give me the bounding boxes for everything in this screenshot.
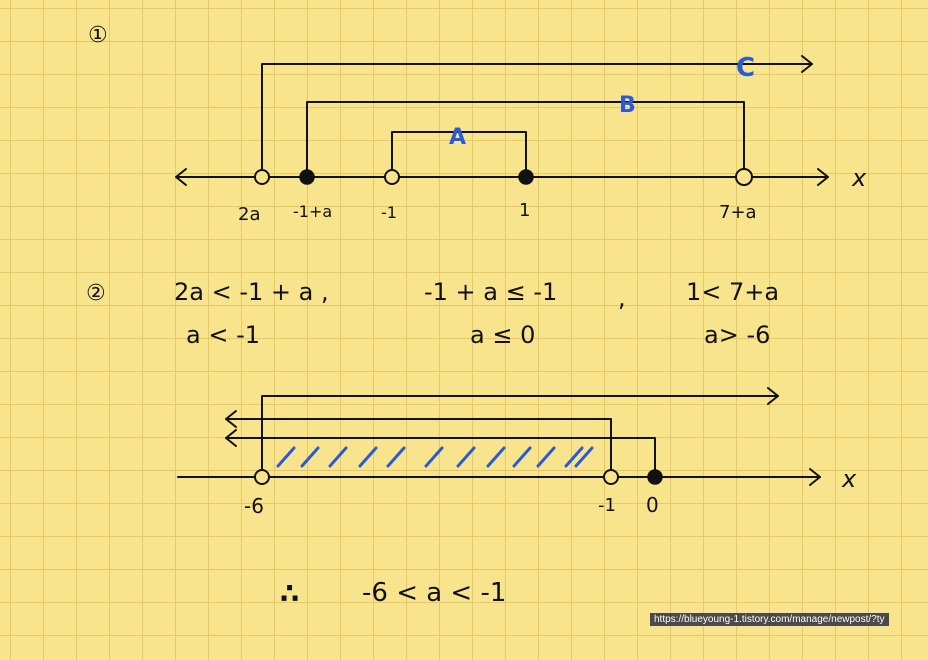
therefore-symbol: ∴: [280, 577, 299, 610]
set-b-bracket: B: [306, 93, 745, 178]
label-0: 0: [646, 493, 659, 517]
label-1: 1: [519, 200, 530, 221]
label-7-plus-a: 7+a: [719, 202, 757, 223]
inequality-2-condition: -1 + a ≤ -1: [424, 278, 557, 306]
inequality-3-result: a> -6: [704, 321, 770, 349]
open-point-neg6: [254, 469, 270, 485]
open-point-neg1-line2: [603, 469, 619, 485]
solution-hatch: [276, 446, 594, 468]
axis-variable-2: x: [841, 465, 857, 493]
right-arrowhead-1: [817, 168, 829, 186]
closed-point-0: [647, 469, 663, 485]
range-a-le-0: [225, 429, 656, 478]
left-arrowhead-1: [175, 168, 187, 186]
closed-point-1: [518, 169, 534, 185]
set-a-bracket: A: [391, 125, 527, 178]
set-a-label: A: [449, 125, 466, 150]
range-le-0-arrowhead: [225, 429, 237, 447]
source-url-label: https://blueyoung-1.tistory.com/manage/n…: [650, 613, 889, 626]
label-2a: 2a: [238, 204, 260, 225]
set-c-bracket: C: [261, 53, 813, 178]
open-point-2a: [254, 169, 270, 185]
set-b-line: [306, 101, 745, 178]
label-neg1: -1: [381, 203, 397, 222]
step1-marker: ①: [88, 23, 108, 48]
label-neg6: -6: [244, 494, 264, 518]
set-b-label: B: [619, 93, 636, 118]
range-a-gt-neg6: [261, 387, 779, 478]
open-point-7-plus-a: [735, 168, 753, 186]
number-line-2: x: [177, 465, 857, 493]
set-a-line: [391, 131, 527, 178]
number-line-1: x: [175, 164, 867, 192]
range-gt-neg6-line: [261, 395, 779, 478]
inequality-3-condition: 1< 7+a: [686, 278, 779, 306]
inequality-1-result: a < -1: [186, 321, 260, 349]
inequality-1-condition: 2a < -1 + a ,: [174, 278, 329, 306]
range-le-0-line: [225, 437, 656, 478]
right-arrowhead-2: [809, 468, 821, 486]
final-answer: -6 < a < -1: [362, 578, 506, 608]
label-neg1-plus-a: -1+a: [293, 202, 332, 221]
label-neg1-line2: -1: [598, 495, 616, 516]
range-a-lt-neg1: [225, 410, 612, 478]
open-point-neg1: [384, 169, 400, 185]
inequality-2-comma: ,: [618, 284, 626, 312]
range-gt-neg6-arrowhead: [767, 387, 779, 405]
step2-marker: ②: [86, 281, 106, 306]
inequality-2-result: a ≤ 0: [470, 321, 535, 349]
axis-variable-1: x: [851, 164, 867, 192]
set-c-label: C: [736, 53, 755, 83]
set-c-arrowhead: [801, 55, 813, 73]
range-lt-neg1-line: [225, 418, 612, 478]
closed-point-neg1-plus-a: [299, 169, 315, 185]
range-lt-neg1-arrowhead: [225, 410, 237, 428]
set-c-line: [261, 63, 813, 178]
